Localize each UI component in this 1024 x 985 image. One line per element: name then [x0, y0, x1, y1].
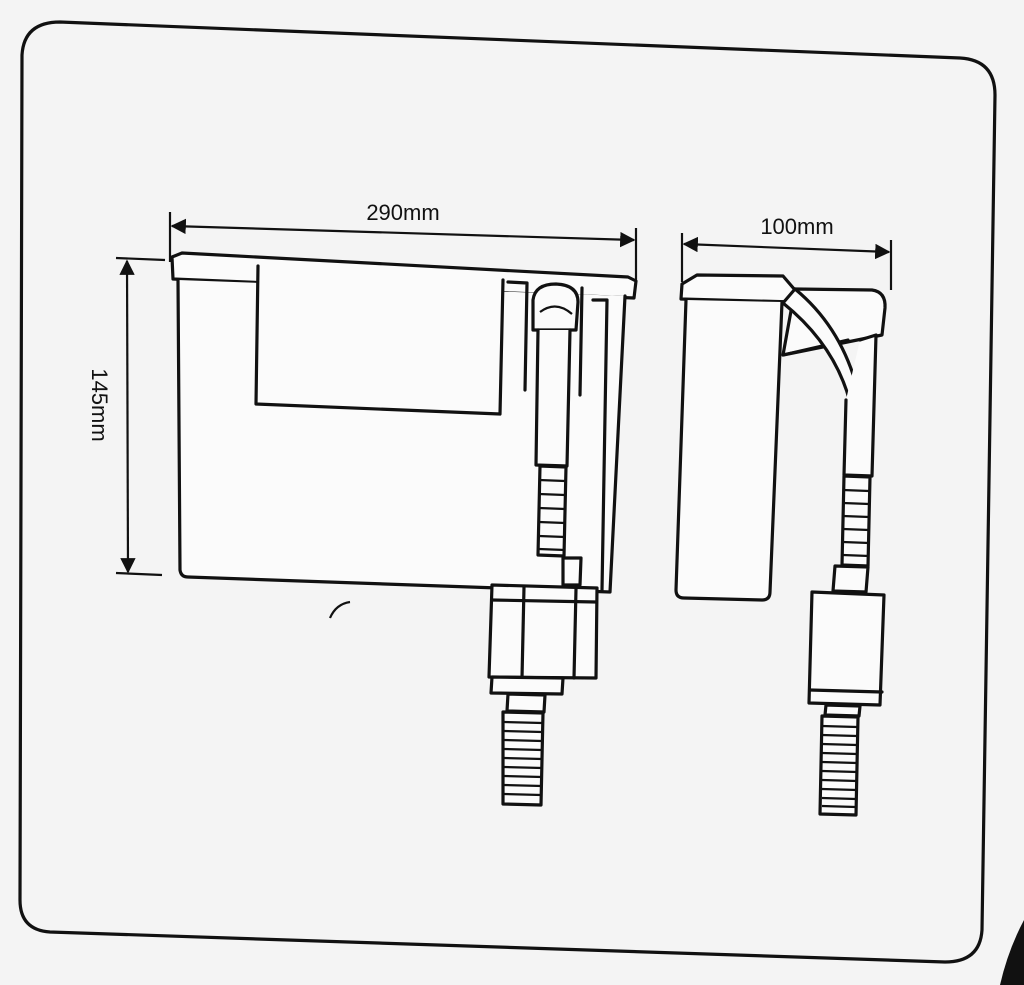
intake-slot [506, 280, 529, 392]
side-pipe [842, 333, 878, 478]
side-extension-tube [818, 714, 860, 817]
dimension-width: 290mm [168, 200, 638, 282]
side-lid [679, 273, 797, 304]
side-motor-block [807, 590, 886, 707]
height-label: 145mm [87, 368, 112, 441]
filter-window [254, 264, 505, 416]
side-body [674, 298, 784, 602]
back-plate [591, 298, 609, 592]
dimension-height: 145mm [87, 256, 166, 577]
dimension-depth: 100mm [680, 214, 893, 290]
front-view [170, 251, 638, 807]
stray-mark [328, 600, 351, 619]
width-label: 290mm [366, 200, 439, 225]
motor-block [487, 583, 599, 680]
corner-shadow [1000, 920, 1024, 985]
depth-label: 100mm [760, 214, 833, 239]
side-view [674, 273, 887, 817]
outer-frame [18, 20, 997, 964]
intake-pipe [534, 328, 572, 468]
